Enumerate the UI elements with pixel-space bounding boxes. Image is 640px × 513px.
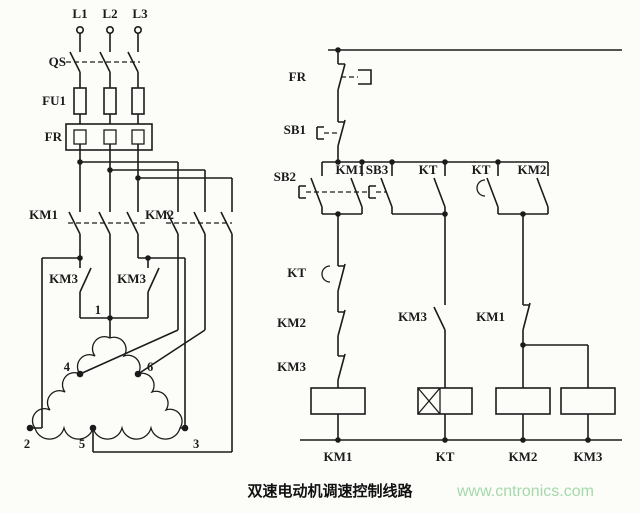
label-km1-interlock: KM1 — [476, 309, 505, 324]
label-kt-a: KT — [419, 162, 438, 177]
terminal-5-label: 5 — [79, 437, 85, 451]
l2-terminal-circle — [106, 25, 115, 34]
label-km2-coil: KM2 — [509, 449, 538, 464]
label-km3-b: KM3 — [117, 271, 146, 286]
label-km3-contact: KM3 — [398, 309, 427, 324]
fr-outer-box — [65, 123, 153, 151]
km1-rung-chain: KT KM2 KM3 — [277, 214, 346, 388]
label-km3-interlock: KM3 — [277, 359, 306, 374]
fuse-1 — [73, 87, 87, 115]
label-sb1: SB1 — [284, 122, 306, 137]
label-kt-b: KT — [472, 162, 491, 177]
sb1-stop-button: SB1 — [284, 114, 346, 162]
label-l2: L2 — [102, 6, 117, 21]
terminal-3-label: 3 — [193, 437, 199, 451]
label-kt-delay: KT — [287, 265, 306, 280]
kt-time-arc — [321, 265, 331, 283]
km2-main-contacts: KM2 — [145, 204, 233, 452]
l3-terminal-circle — [134, 25, 143, 34]
diagram-caption: 双速电动机调速控制线路 — [247, 482, 413, 500]
control-junction-dots — [335, 47, 591, 443]
terminal-4-label: 4 — [64, 360, 71, 374]
delta-winding-coils — [31, 336, 183, 440]
label-l1: L1 — [72, 6, 87, 21]
km2-coil — [495, 387, 551, 415]
watermark-text: www.cntronics.com — [456, 483, 594, 500]
label-km3-a: KM3 — [49, 271, 78, 286]
control-circuit: FR SB1 SB2 KM1 SB3 KT KT KM2 KT KM2 KM3 — [274, 47, 622, 464]
label-km2-interlock: KM2 — [277, 315, 306, 330]
label-fr-contact: FR — [289, 69, 307, 84]
fr-overload-contact: FR — [289, 50, 372, 114]
coils: KM1 KT KM2 KM3 — [310, 387, 616, 464]
km3-coil — [560, 387, 616, 415]
terminal-6-label: 6 — [147, 360, 153, 374]
fr-thermal-relay-element: FR — [45, 114, 153, 151]
km1-main-contacts: KM1 — [29, 204, 146, 338]
qs-isolator-switch: QS — [49, 33, 140, 88]
power-junction-dots — [26, 159, 189, 432]
kt-coil-cross — [417, 387, 441, 415]
label-km1-seal: KM1 — [336, 162, 365, 177]
label-km3-coil: KM3 — [574, 449, 603, 464]
label-km1-main: KM1 — [29, 207, 58, 222]
main-power-circuit: L1 L2 L3 QS FU1 FR — [24, 6, 233, 453]
terminal-1-label: 1 — [95, 303, 101, 317]
power-wiring-upper — [79, 144, 233, 204]
label-sb2: SB2 — [274, 169, 296, 184]
fuse-2 — [103, 87, 117, 115]
kt-delay-arc — [476, 179, 486, 197]
l1-terminal-circle — [76, 25, 85, 34]
label-l3: L3 — [132, 6, 148, 21]
kt-coil — [417, 387, 473, 415]
terminal-2-label: 2 — [24, 437, 30, 451]
label-km1-coil: KM1 — [324, 449, 353, 464]
fuse-3 — [131, 87, 145, 115]
label-fu1: FU1 — [42, 93, 66, 108]
km3-star-contacts: KM3 KM3 — [30, 257, 186, 429]
km1-coil — [310, 387, 366, 415]
km2-km3-rung-chain: KM1 — [476, 214, 589, 388]
contact-row: SB2 KM1 SB3 KT KT KM2 — [274, 162, 549, 215]
phase-terminals: L1 L2 L3 — [72, 6, 148, 34]
motor-winding: 1 4 6 2 5 3 — [24, 303, 232, 453]
kt-rung-chain: KM3 — [398, 214, 446, 388]
fu1-fuses: FU1 — [42, 87, 145, 115]
label-fr-power: FR — [45, 129, 63, 144]
label-km2-main: KM2 — [145, 207, 174, 222]
label-km2-seal: KM2 — [518, 162, 547, 177]
label-qs: QS — [49, 54, 66, 69]
label-kt-coil: KT — [436, 449, 455, 464]
label-sb3: SB3 — [366, 162, 389, 177]
